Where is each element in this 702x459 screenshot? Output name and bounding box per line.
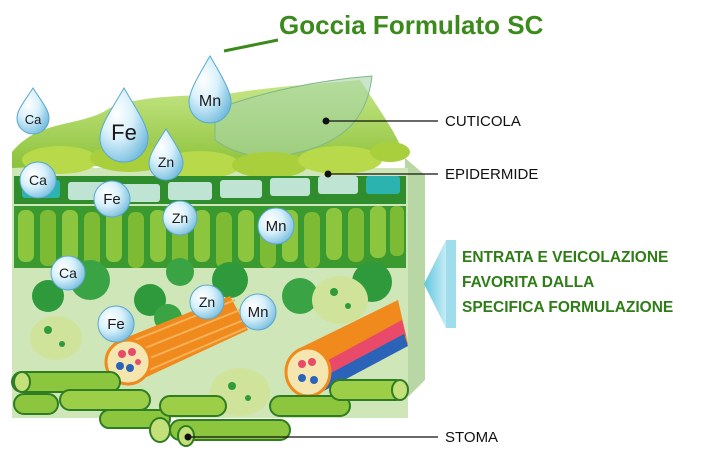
drop-label: Mn xyxy=(266,218,287,235)
drop-fe-epidermis: Fe xyxy=(93,180,131,218)
entry-arrow xyxy=(424,240,456,328)
drop-mn-top: Mn xyxy=(188,55,232,124)
drop-zn-mesophyll: Zn xyxy=(189,284,225,320)
drop-label: Mn xyxy=(248,304,269,321)
epidermis-cell-row xyxy=(14,176,406,204)
drop-zn-top: Zn xyxy=(148,128,184,181)
note-line-2: FAVORITA DALLA xyxy=(462,274,594,291)
drop-mn-palisade: Mn xyxy=(257,207,295,245)
drop-label: Ca xyxy=(59,265,77,281)
title-connector-line xyxy=(223,38,279,53)
drop-zn-palisade: Zn xyxy=(162,200,198,236)
drop-ca-mesophyll: Ca xyxy=(50,255,86,291)
entry-note: ENTRATA E VEICOLAZIONE FAVORITA DALLA SP… xyxy=(462,249,673,316)
drop-mn-mesophyll: Mn xyxy=(239,293,277,331)
drop-label: Fe xyxy=(103,191,121,208)
label-epidermide: EPIDERMIDE xyxy=(445,166,538,183)
label-cuticola: CUTICOLA xyxy=(445,113,521,130)
arrow-head xyxy=(424,240,446,328)
drop-ca-top: Ca xyxy=(16,87,50,135)
drop-fe-mesophyll: Fe xyxy=(97,305,135,343)
lower-epidermis xyxy=(11,371,409,447)
drop-label: Ca xyxy=(29,172,47,188)
drops-group: Ca Fe Zn Mn Ca Fe Zn Mn xyxy=(16,55,295,343)
drop-label: Zn xyxy=(199,294,215,310)
note-line-3: SPECIFICA FORMULAZIONE xyxy=(462,299,673,316)
drop-fe-top: Fe xyxy=(99,87,149,163)
note-line-1: ENTRATA E VEICOLAZIONE xyxy=(462,249,668,266)
drop-label: Mn xyxy=(199,93,221,110)
vascular-bundle-right xyxy=(284,300,408,398)
label-stoma: STOMA xyxy=(445,429,498,446)
drop-ca-epidermis: Ca xyxy=(19,161,57,199)
arrow-bar xyxy=(446,240,456,328)
drop-label: Zn xyxy=(172,210,188,226)
drop-label: Ca xyxy=(25,112,42,127)
drop-label: Zn xyxy=(158,154,174,170)
palisade-cells xyxy=(14,206,406,268)
drop-label: Fe xyxy=(107,316,125,333)
drop-label: Fe xyxy=(111,120,137,145)
leaf-side-face xyxy=(405,158,425,400)
callouts: CUTICOLA EPIDERMIDE STOMA xyxy=(184,113,538,446)
diagram-title: Goccia Formulato SC xyxy=(279,10,544,40)
